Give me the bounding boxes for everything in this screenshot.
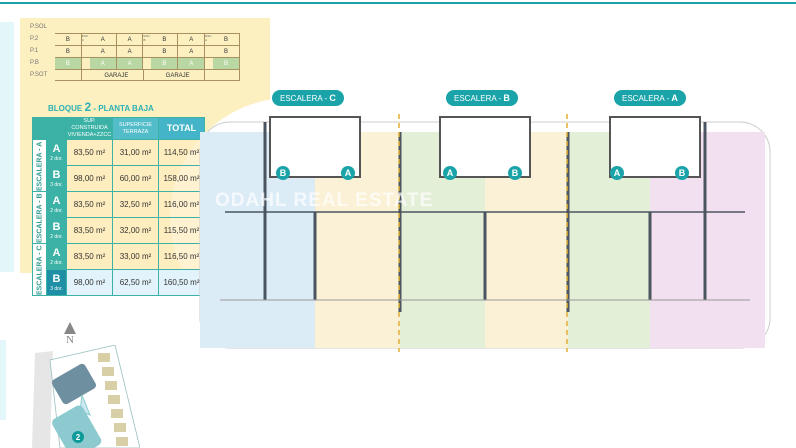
unit-marker: A: [610, 166, 624, 180]
terrace-area: 60,00 m²: [112, 165, 159, 192]
unit-cell: B: [151, 34, 179, 45]
built-area: 83,50 m²: [66, 139, 113, 166]
level-label: P.SOT: [30, 72, 48, 78]
level-label: P.B: [30, 60, 39, 66]
header-built: SUP. CONSTRUIDA VIVIENDA+ZZCC: [66, 117, 113, 140]
unit-cell: A: [90, 46, 117, 57]
unit-marker: A: [443, 166, 457, 180]
unit-marker: A: [341, 166, 355, 180]
north-arrow: N: [60, 322, 80, 346]
unit-marker: B: [508, 166, 522, 180]
built-area: 83,50 m²: [66, 217, 113, 244]
unit-cell: B: [55, 58, 82, 69]
unit-cell: A: [178, 34, 206, 45]
unit-cell: B: [151, 58, 179, 69]
garage-cell: GARAJE: [90, 70, 144, 80]
site-map: 2: [32, 345, 140, 448]
unit-marker: B: [276, 166, 290, 180]
terrace-area: 62,50 m²: [112, 269, 159, 296]
escalera-label: ESCALERA - A: [32, 139, 47, 192]
header-terrace: SUPERFICIE TERRAZA: [112, 117, 159, 140]
unit-cell: B: [55, 46, 82, 57]
stair-cell: ESC. C: [81, 34, 89, 42]
site-marker-label: 2: [76, 433, 81, 442]
terrace-area: 32,00 m²: [112, 217, 159, 244]
terrace-area: 32,50 m²: [112, 191, 159, 218]
built-area: 83,50 m²: [66, 243, 113, 270]
unit-cell: B: [151, 46, 179, 57]
escalera-c-label: ESCALERA - C: [272, 90, 344, 106]
section-row-garage: GARAJE GARAJE: [55, 69, 240, 81]
escalera-label: ESCALERA - C: [32, 243, 47, 296]
total-area: 114,50 m²: [158, 139, 205, 166]
built-area: 83,50 m²: [66, 191, 113, 218]
unit-cell: A: [89, 58, 117, 69]
side-strip: [0, 22, 14, 272]
unit-cell: B: [55, 34, 82, 45]
level-label: P.SOL: [30, 24, 47, 30]
unit-cell: A: [117, 34, 144, 45]
stair-cell: ESC. A: [205, 34, 213, 42]
unit-marker: B: [675, 166, 689, 180]
level-label: P.2: [30, 36, 39, 42]
unit-cell: A: [117, 46, 144, 57]
top-accent-line: [0, 2, 796, 4]
total-area: 158,00 m²: [158, 165, 205, 192]
escalera-b-label: ESCALERA - B: [446, 90, 518, 106]
total-area: 116,50 m²: [158, 243, 205, 270]
watermark: ODAHL REAL ESTATE: [215, 190, 434, 211]
floor-plan: [199, 112, 771, 352]
built-area: 98,00 m²: [66, 269, 113, 296]
escalera-label: ESCALERA - B: [32, 191, 47, 244]
garage-cell: GARAJE: [152, 70, 205, 80]
total-area: 160,50 m²: [158, 269, 205, 296]
unit-cell: B: [213, 46, 240, 57]
built-area: 98,00 m²: [66, 165, 113, 192]
side-strip: [0, 340, 6, 420]
north-arrow-icon: [64, 322, 76, 334]
unit-cell: A: [178, 58, 206, 69]
stair-cell: ESC. B: [143, 34, 151, 42]
unit-cell: A: [178, 46, 206, 57]
level-label: P.1: [30, 48, 39, 54]
unit-cell: A: [90, 34, 117, 45]
escalera-a-label: ESCALERA - A: [614, 90, 686, 106]
site-marker: [72, 431, 84, 443]
terrace-area: 33,00 m²: [112, 243, 159, 270]
unit-cell: B: [213, 34, 240, 45]
north-label: N: [66, 334, 74, 346]
terrace-area: 31,00 m²: [112, 139, 159, 166]
unit-cell: B: [213, 58, 240, 69]
block-title: BLOQUE 2 - PLANTA BAJA: [48, 100, 154, 114]
unit-cell: A: [116, 58, 144, 69]
